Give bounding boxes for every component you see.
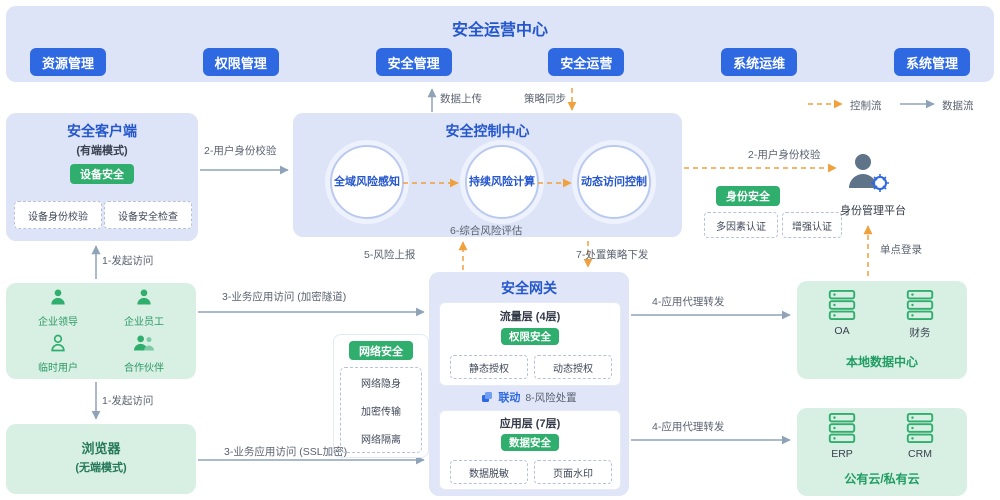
enhanced-auth-item: 增强认证 xyxy=(782,212,842,238)
data-security-badge: 数据安全 xyxy=(501,434,559,451)
risk-circle-perception: 全域风险感知 xyxy=(330,145,404,219)
users-panel: 企业领导 企业员工 临时用户 合作伙伴 xyxy=(6,283,196,379)
flow-biz-tunnel: 3-业务应用访问 (加密隧道) xyxy=(222,291,347,303)
device-security-badge: 设备安全 xyxy=(70,164,134,184)
perm-security-badge: 权限安全 xyxy=(501,328,559,345)
nav-button-permission[interactable]: 权限管理 xyxy=(202,48,279,76)
identity-platform-icon xyxy=(845,150,891,203)
watermark-item: 页面水印 xyxy=(534,460,612,484)
person-gear-icon xyxy=(849,154,889,192)
user-icon xyxy=(51,334,65,352)
nav-button-ops[interactable]: 系统运维 xyxy=(721,48,798,76)
soc-banner: 安全运营中心 资源管理 权限管理 安全管理 安全运营 系统运维 系统管理 xyxy=(6,6,994,82)
traffic-layer-label: 流量层 (4层) xyxy=(499,311,561,323)
cloud-title: 公有云/私有云 xyxy=(844,472,920,486)
linkage-row: 联动 8-风险处置 xyxy=(429,389,629,405)
browser-title: 浏览器 xyxy=(81,441,121,456)
identity-platform-label: 身份管理平台 xyxy=(840,205,906,217)
server-icon xyxy=(827,289,857,326)
gateway-title: 安全网关 xyxy=(501,280,557,296)
user-temporary: 临时用户 xyxy=(18,333,98,374)
data-masking-item: 数据脱敏 xyxy=(450,460,528,484)
user-enterprise-staff: 企业员工 xyxy=(104,287,184,328)
legend-data-flow: 数据流 xyxy=(942,100,974,112)
flow-policy-sync: 策略同步 xyxy=(524,93,566,105)
static-auth-item: 静态授权 xyxy=(450,355,528,379)
server-icon xyxy=(905,412,935,449)
dynamic-auth-item: 动态授权 xyxy=(534,355,612,379)
identity-security-badge: 身份安全 xyxy=(716,186,780,206)
server-label-crm: CRM xyxy=(908,448,932,460)
linkage-label: 联动 xyxy=(498,392,521,404)
control-center-panel: 安全控制中心 全域风险感知 持续风险计算 动态访问控制 xyxy=(293,113,682,237)
encrypted-transfer-item: 加密传输 xyxy=(361,406,401,418)
nav-button-security[interactable]: 安全管理 xyxy=(375,48,452,76)
nav-button-resource[interactable]: 资源管理 xyxy=(30,48,106,76)
flow-proxy-forward-2: 4-应用代理转发 xyxy=(652,421,725,433)
flow-policy-dispatch: 7-处置策略下发 xyxy=(576,249,649,261)
flow-risk-report: 5-风险上报 xyxy=(364,249,416,261)
control-center-title: 安全控制中心 xyxy=(445,123,530,139)
network-items-box: 网络隐身 加密传输 网络隔离 xyxy=(340,367,422,453)
secure-client-panel: 安全客户端 (有端模式) 设备安全 设备身份校验 设备安全检查 xyxy=(6,113,198,241)
nav-button-system[interactable]: 系统管理 xyxy=(893,48,970,76)
risk-handle-label: 8-风险处置 xyxy=(525,391,577,404)
flow-initiate-access-1: 1-发起访问 xyxy=(102,255,154,267)
soc-title: 安全运营中心 xyxy=(451,22,548,39)
gateway-panel: 安全网关 流量层 (4层) 权限安全 静态授权 动态授权 联动 8-风险处置 应… xyxy=(429,272,629,496)
user-icon xyxy=(51,289,65,305)
network-security-panel: 网络安全 网络隐身 加密传输 网络隔离 xyxy=(333,334,429,458)
local-dc-panel: OA 财务 本地数据中心 xyxy=(797,281,967,379)
gateway-traffic-layer: 流量层 (4层) 权限安全 静态授权 动态授权 xyxy=(439,302,621,386)
device-security-check: 设备安全检查 xyxy=(104,201,192,229)
server-label-finance: 财务 xyxy=(909,327,931,339)
server-icon xyxy=(827,412,857,449)
app-layer-label: 应用层 (7层) xyxy=(499,418,561,430)
flow-risk-eval: 6-综合风险评估 xyxy=(450,225,523,237)
risk-circle-access-control: 动态访问控制 xyxy=(577,145,651,219)
flow-sso: 单点登录 xyxy=(880,244,922,256)
network-isolation-item: 网络隔离 xyxy=(361,434,401,446)
flow-user-auth-left: 2-用户身份校验 xyxy=(204,145,277,157)
flow-proxy-forward-1: 4-应用代理转发 xyxy=(652,296,725,308)
secure-client-title: 安全客户端 xyxy=(67,123,137,139)
nav-button-operation[interactable]: 安全运营 xyxy=(548,48,625,76)
flow-initiate-access-2: 1-发起访问 xyxy=(102,395,154,407)
network-stealth-item: 网络隐身 xyxy=(361,378,401,390)
risk-circle-computation: 持续风险计算 xyxy=(465,145,539,219)
browser-subtitle: (无端模式) xyxy=(75,462,127,474)
linkage-icon xyxy=(482,392,493,402)
users-icon xyxy=(134,335,154,351)
local-dc-title: 本地数据中心 xyxy=(845,355,918,369)
cloud-panel: ERP CRM 公有云/私有云 xyxy=(797,408,967,496)
device-identity-check: 设备身份校验 xyxy=(14,201,102,229)
network-security-badge: 网络安全 xyxy=(349,341,413,360)
server-label-oa: OA xyxy=(834,325,850,337)
flow-biz-ssl: 3-业务应用访问 (SSL加密) xyxy=(224,446,348,458)
flow-data-upload: 数据上传 xyxy=(440,93,482,105)
user-icon xyxy=(137,289,151,305)
flow-user-auth-right: 2-用户身份校验 xyxy=(748,149,821,161)
gateway-app-layer: 应用层 (7层) 数据安全 数据脱敏 页面水印 xyxy=(439,410,621,490)
legend-control-flow: 控制流 xyxy=(850,100,882,112)
user-partner: 合作伙伴 xyxy=(104,333,184,374)
server-icon xyxy=(905,289,935,326)
secure-client-subtitle: (有端模式) xyxy=(76,145,128,157)
server-label-erp: ERP xyxy=(831,448,853,460)
browser-panel: 浏览器 (无端模式) xyxy=(6,424,196,494)
user-enterprise-leader: 企业领导 xyxy=(18,287,98,328)
mfa-item: 多因素认证 xyxy=(704,212,778,238)
